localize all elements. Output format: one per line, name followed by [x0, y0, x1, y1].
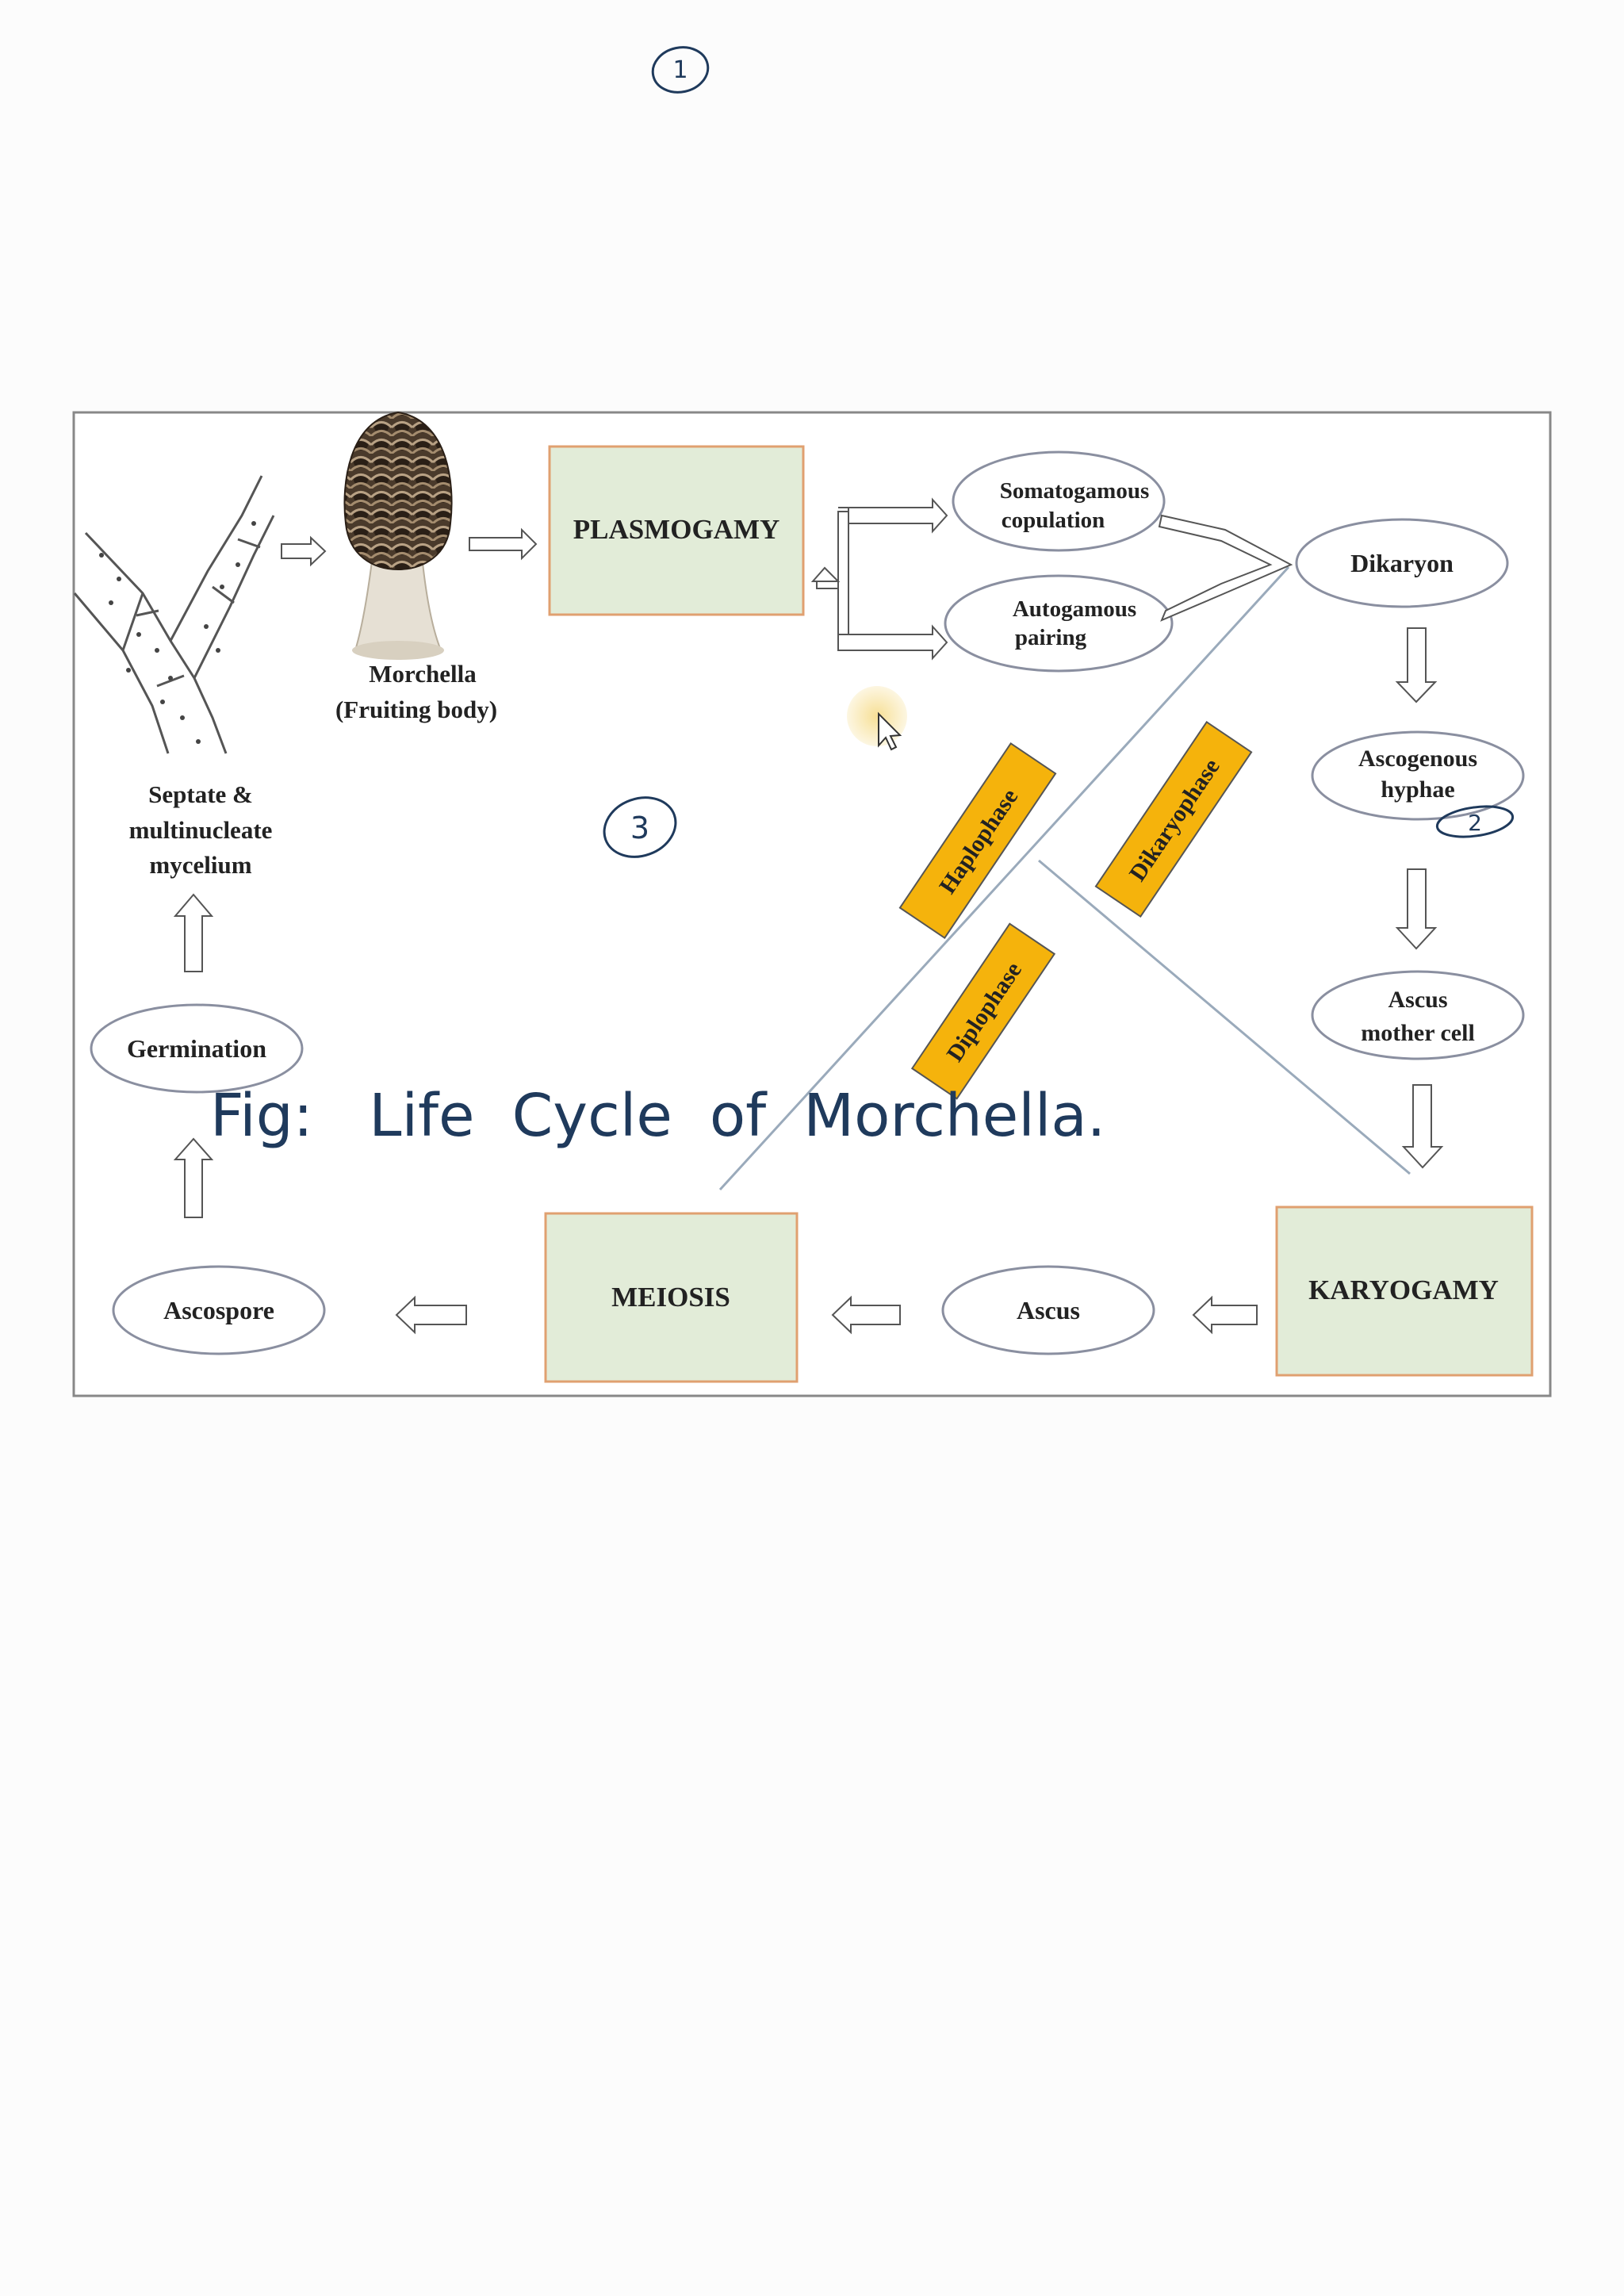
- arrow-ascospore-to-germination: [173, 1137, 214, 1218]
- ascus-mother-label-2: mother cell: [1361, 1020, 1475, 1046]
- meiosis-box: MEIOSIS: [544, 1212, 799, 1383]
- somatogamous-label-2: copulation: [1002, 508, 1105, 533]
- mycelium-label-1: Septate &: [148, 780, 253, 808]
- somatogamous-label-1: Somatogamous: [1000, 478, 1150, 504]
- arrow-to-ascus-mother: [1395, 868, 1438, 950]
- arrow-meiosis-to-ascospore: [395, 1295, 467, 1335]
- plasmogamy-fork-arrows: [810, 497, 948, 661]
- plasmogamy-label: PLASMOGAMY: [573, 514, 780, 545]
- annotation-circle-2: 2: [1435, 805, 1515, 838]
- morchella-image: [343, 411, 453, 660]
- ascospore-label: Ascospore: [163, 1296, 274, 1324]
- arrow-karyogamy-to-ascus: [1192, 1295, 1258, 1335]
- autogamous-label-2: pairing: [1015, 625, 1087, 650]
- arrow-to-karyogamy: [1401, 1084, 1444, 1169]
- phase-divider-lines: [718, 565, 1411, 1191]
- ascogenous-label-1: Ascogenous: [1358, 746, 1477, 772]
- plasmogamy-box: PLASMOGAMY: [548, 445, 805, 616]
- autogamous-label-1: Autogamous: [1013, 596, 1136, 622]
- svg-text:3: 3: [630, 811, 649, 845]
- ascogenous-node: Ascogenous hyphae: [1311, 730, 1525, 821]
- ascus-label: Ascus: [1017, 1296, 1080, 1324]
- karyogamy-box: KARYOGAMY: [1275, 1205, 1534, 1377]
- dikaryon-label: Dikaryon: [1350, 549, 1454, 577]
- ascogenous-label-2: hyphae: [1381, 776, 1454, 803]
- autogamous-node: Autogamous pairing: [944, 574, 1174, 673]
- arrow-ascus-to-meiosis: [831, 1295, 901, 1335]
- arrow-germination-to-mycelium: [173, 893, 214, 972]
- svg-text:1: 1: [672, 56, 688, 84]
- svg-text:2: 2: [1468, 810, 1482, 836]
- ascospore-node: Ascospore: [112, 1265, 326, 1355]
- dikaryon-node: Dikaryon: [1295, 518, 1509, 608]
- arrow-to-plasmogamy: [469, 527, 538, 561]
- ascus-node: Ascus: [941, 1265, 1155, 1355]
- germination-label: Germination: [127, 1034, 266, 1063]
- ascus-mother-node: Ascus mother cell: [1311, 970, 1525, 1060]
- page-number-annotation: 1: [651, 46, 710, 94]
- ascus-mother-label-1: Ascus: [1388, 987, 1447, 1013]
- karyogamy-label: KARYOGAMY: [1308, 1274, 1499, 1305]
- handwritten-caption: Fig: Life Cycle of Morchella.: [210, 1082, 1105, 1150]
- mouse-cursor-icon: [847, 686, 907, 751]
- mycelium-label-3: mycelium: [149, 851, 251, 879]
- arrow-to-ascogenous: [1395, 627, 1438, 703]
- somatogamous-node: Somatogamous copulation: [952, 450, 1166, 552]
- converging-arrow: [1158, 514, 1293, 622]
- germination-node: Germination: [90, 1003, 304, 1094]
- mycelium-label-2: multinucleate: [129, 816, 273, 844]
- annotation-circle-3: 3: [603, 796, 677, 858]
- mycelium-drawing: [73, 475, 275, 754]
- fruiting-body-label-1: Morchella: [369, 660, 477, 688]
- fruiting-body-label-2: (Fruiting body): [335, 696, 497, 723]
- arrow-to-morchella: [281, 535, 327, 567]
- meiosis-label: MEIOSIS: [611, 1282, 730, 1313]
